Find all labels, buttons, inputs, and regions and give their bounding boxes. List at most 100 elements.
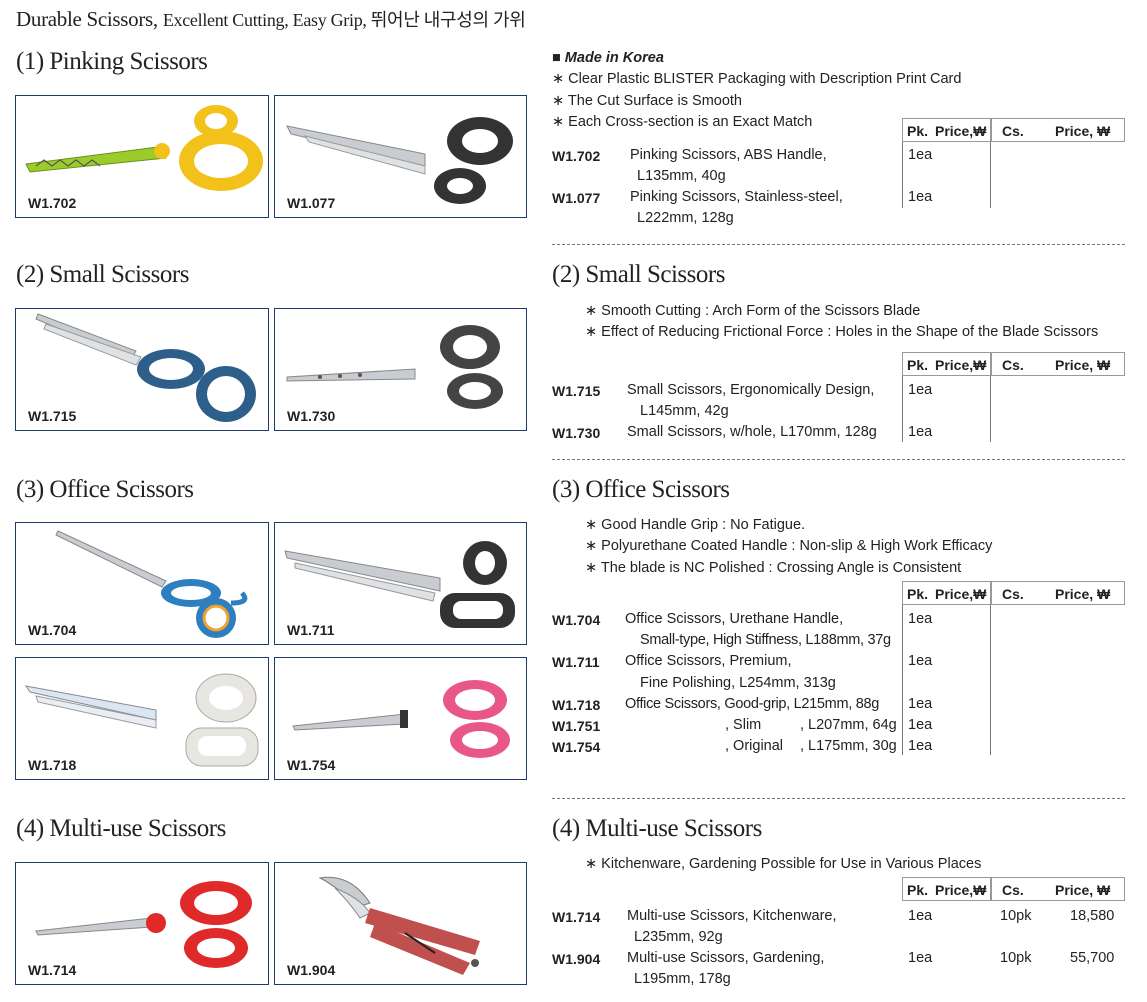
page-title: Durable Scissors, Excellent Cutting, Eas… — [16, 6, 526, 32]
photo-code: W1.704 — [28, 622, 77, 638]
header-price-label: Price, ₩ — [1055, 357, 1111, 373]
header-cs-label: Cs. — [1002, 123, 1024, 139]
photo-code: W1.702 — [28, 195, 77, 211]
pack-qty: 1ea — [908, 189, 933, 205]
pack-qty: 1ea — [908, 738, 933, 754]
product-description: Small-type, High Stiffness, L188mm, 37g — [640, 632, 891, 648]
header-price-label: Price,₩ — [935, 123, 987, 139]
product-description: , Slim — [725, 717, 762, 733]
product-description: , Original — [725, 738, 784, 754]
office-scissors-premium-icon — [284, 541, 515, 628]
column-divider — [990, 376, 991, 442]
note: ∗ Good Handle Grip : No Fatigue. — [585, 517, 806, 533]
small-scissors-black-icon — [286, 325, 503, 409]
product-description: Pinking Scissors, ABS Handle, — [630, 147, 827, 163]
photo-code: W1.904 — [287, 962, 336, 978]
product-code: W1.702 — [552, 148, 601, 164]
product-photo-w1730: W1.730 — [274, 308, 527, 431]
section-divider — [552, 459, 1125, 460]
pack-qty: 1ea — [908, 424, 933, 440]
table-header-cell-cs — [991, 352, 1125, 376]
photo-code: W1.754 — [287, 757, 336, 773]
product-description: Small Scissors, Ergonomically Design, — [627, 382, 875, 398]
pack-qty: 1ea — [908, 696, 933, 712]
header-price-label: Price, ₩ — [1055, 123, 1111, 139]
product-description: L195mm, 178g — [634, 971, 731, 987]
header-pk-label: Pk. — [907, 586, 929, 602]
table-header-cell-cs — [991, 118, 1125, 142]
section-divider — [552, 244, 1125, 245]
product-photo-w1754: W1.754 — [274, 657, 527, 780]
product-description: Pinking Scissors, Stainless-steel, — [630, 189, 843, 205]
product-description: L222mm, 128g — [637, 210, 734, 226]
note: ∗ The Cut Surface is Smooth — [552, 93, 742, 109]
product-description: L145mm, 42g — [640, 403, 729, 419]
note: ∗ The blade is NC Polished : Crossing An… — [585, 560, 962, 576]
header-cs-label: Cs. — [1002, 882, 1024, 898]
product-code: W1.904 — [552, 951, 601, 967]
product-code: W1.754 — [552, 739, 601, 755]
title-sub: Excellent Cutting, Easy Grip, 뛰어난 내구성의 가… — [162, 10, 526, 30]
pack-qty: 1ea — [908, 653, 933, 669]
photo-code: W1.730 — [287, 408, 336, 424]
note: ∗ Kitchenware, Gardening Possible for Us… — [585, 856, 982, 872]
product-description: , L175mm, 30g — [800, 738, 897, 754]
product-code: W1.715 — [552, 383, 601, 399]
pack-qty: 1ea — [908, 950, 933, 966]
header-price-label: Price,₩ — [935, 882, 987, 898]
pack-qty: 1ea — [908, 147, 933, 163]
product-photo-w1714: W1.714 — [15, 862, 269, 985]
header-pk-label: Pk. — [907, 882, 929, 898]
header-cs-label: Cs. — [1002, 586, 1024, 602]
product-code: W1.730 — [552, 425, 601, 441]
note: ∗ Smooth Cutting : Arch Form of the Scis… — [585, 303, 921, 319]
section-heading-left-3: (3) Office Scissors — [16, 476, 194, 503]
header-cs-label: Cs. — [1002, 357, 1024, 373]
product-description: Office Scissors, Urethane Handle, — [625, 611, 844, 627]
product-photo-w1715: W1.715 — [15, 308, 269, 431]
section-heading-left-1: (1) Pinking Scissors — [16, 48, 208, 75]
case-qty: 10pk — [1000, 908, 1032, 924]
header-price-label: Price,₩ — [935, 586, 987, 602]
product-description: L135mm, 40g — [637, 168, 726, 184]
case-price: 55,700 — [1070, 950, 1115, 966]
product-photo-w1704: W1.704 — [15, 522, 269, 645]
product-code: W1.077 — [552, 190, 601, 206]
table-header-cell-cs — [991, 581, 1125, 605]
section-divider — [552, 798, 1125, 799]
photo-code: W1.715 — [28, 408, 77, 424]
photo-code: W1.718 — [28, 757, 77, 773]
header-price-label: Price, ₩ — [1055, 586, 1111, 602]
column-divider — [902, 142, 903, 208]
title-main: Durable Scissors, — [16, 7, 158, 31]
garden-pruner-icon — [318, 876, 480, 975]
header-price-label: Price,₩ — [935, 357, 987, 373]
note: ∗ Each Cross-section is an Exact Match — [552, 114, 813, 130]
product-code: W1.718 — [552, 697, 601, 713]
product-code: W1.714 — [552, 909, 601, 925]
small-scissors-blue-icon — [35, 313, 256, 422]
header-pk-label: Pk. — [907, 357, 929, 373]
section-heading-right-2: (2) Small Scissors — [552, 261, 725, 288]
pack-qty: 1ea — [908, 382, 933, 398]
pack-qty: 1ea — [908, 717, 933, 733]
header-price-label: Price, ₩ — [1055, 882, 1111, 898]
section-heading-right-3: (3) Office Scissors — [552, 476, 730, 503]
product-photo-w1702: W1.702 — [15, 95, 269, 218]
product-description: Multi-use Scissors, Gardening, — [627, 950, 825, 966]
product-description: Multi-use Scissors, Kitchenware, — [627, 908, 837, 924]
pack-qty: 1ea — [908, 611, 933, 627]
table-header-cell-pk — [902, 352, 991, 376]
product-photo-w1904: W1.904 — [274, 862, 527, 985]
product-photo-w1711: W1.711 — [274, 522, 527, 645]
table-header-cell-pk — [902, 581, 991, 605]
office-scissors-blue-icon — [55, 530, 248, 638]
pack-qty: 1ea — [908, 908, 933, 924]
section-heading-right-4: (4) Multi-use Scissors — [552, 815, 762, 842]
multi-use-scissors-red-icon — [35, 881, 252, 968]
section-heading-left-4: (4) Multi-use Scissors — [16, 815, 226, 842]
product-description: L235mm, 92g — [634, 929, 723, 945]
office-scissors-white-icon — [24, 673, 259, 767]
table-header-cell-cs — [991, 877, 1125, 901]
note: ∗ Effect of Reducing Frictional Force : … — [585, 324, 1099, 340]
